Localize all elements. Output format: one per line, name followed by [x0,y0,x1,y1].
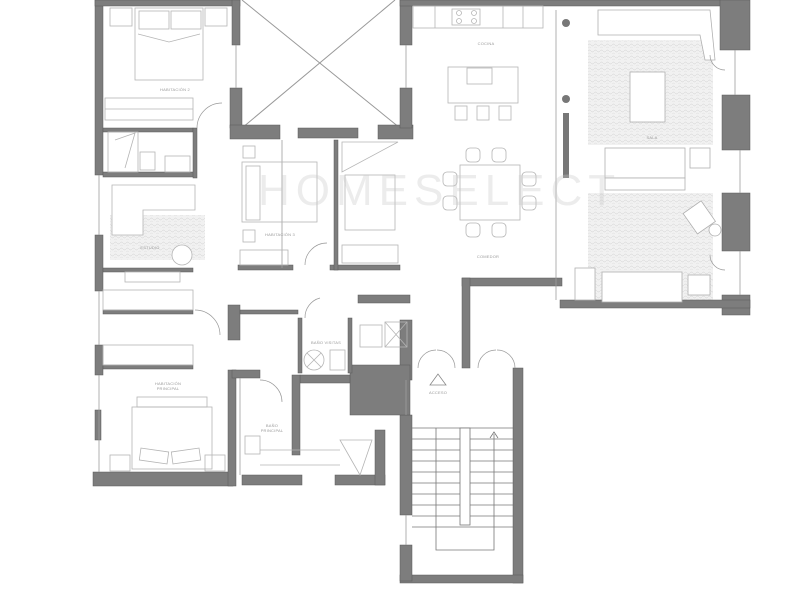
room-label-comedor: COMEDOR [476,254,500,259]
columns [562,19,570,178]
master-bedroom-furniture [102,289,226,472]
bedroom-3-furniture [239,141,399,266]
dining-furniture [442,147,537,238]
entrance-arrow-icon [429,373,447,386]
thin-lines [98,10,741,545]
room-label-sala: SALA [646,135,658,140]
room-label-bano-principal: BAÑO PRINCIPAL [260,423,284,433]
walls [92,0,751,584]
living-furniture [574,9,722,303]
bathroom-1-fixtures [107,131,191,173]
room-label-bano-visitas: BAÑO VISITAS [311,340,341,345]
room-label-cocina: COCINA [477,41,495,46]
rugs [110,40,713,305]
room-label-habitacion-principal: HABITACIÓN PRINCIPAL [154,381,182,391]
watermark: HOMESELECT [258,166,622,215]
bath-fixtures [244,321,408,476]
study-furniture [111,184,196,283]
kitchen-furniture [412,5,544,121]
room-label-acceso: ACCESO [428,390,448,395]
bedroom-2-furniture [104,7,228,121]
room-label-habitacion-3: HABITACIÓN 3 [265,232,295,237]
room-label-habitacion-2: HABITACIÓN 2 [160,87,190,92]
patio-void [241,0,401,129]
doors [194,54,726,403]
room-label-estudio: ESTUDIO [140,245,160,250]
staircase [412,427,513,551]
